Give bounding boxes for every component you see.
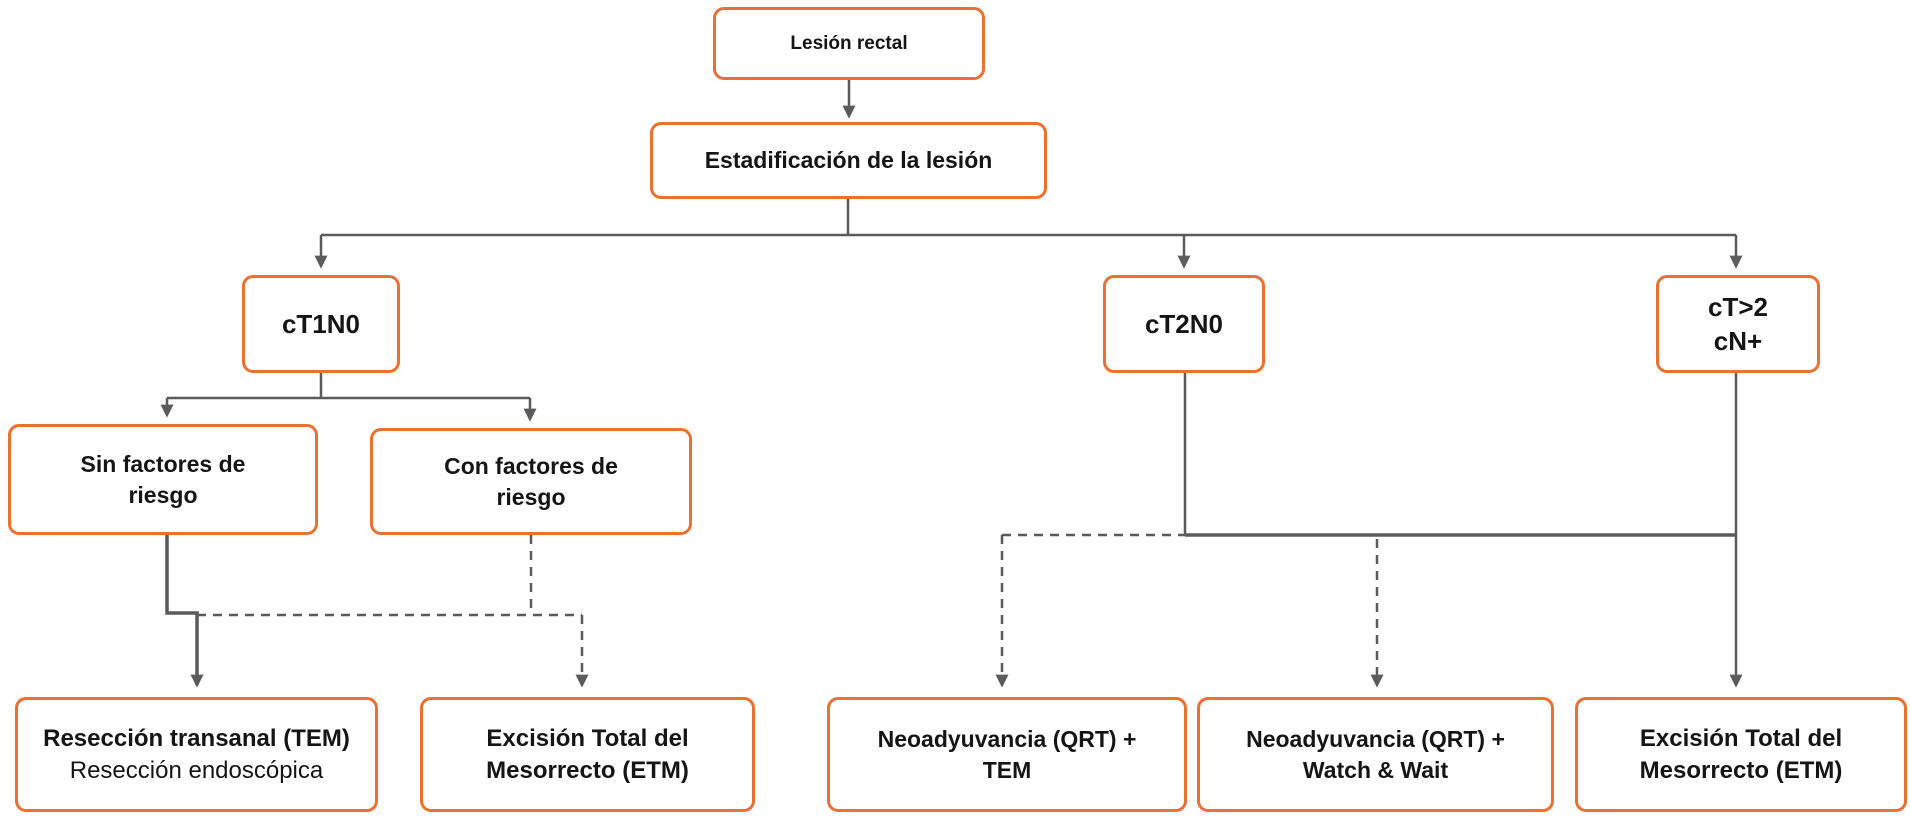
node-neo-watchwait-label: Neoadyuvancia (QRT) + Watch & Wait [1246,726,1505,783]
node-etm-izquierda-label: Excisión Total del Mesorrecto (ETM) [486,724,689,784]
node-neoadyuvancia-tem: Neoadyuvancia (QRT) + TEM [827,697,1187,812]
node-ct1n0: cT1N0 [242,275,400,373]
node-ct2n0-label: cT2N0 [1144,308,1224,339]
node-estadificacion-label: Estadificación de la lesión [704,147,993,174]
node-neoadyuvancia-watch-and-wait: Neoadyuvancia (QRT) + Watch & Wait [1197,697,1554,812]
node-etm-izquierda: Excisión Total del Mesorrecto (ETM) [420,697,755,812]
node-reseccion-label: Resección transanal (TEM) [43,724,350,752]
node-reseccion-transanal: Resección transanal (TEM) Resección endo… [15,697,378,812]
node-reseccion-sublabel: Resección endoscópica [69,756,324,784]
node-neo-tem-label: Neoadyuvancia (QRT) + TEM [877,726,1137,783]
node-ctgt2-label: cT>2 cN+ [1708,291,1768,356]
node-ctgt2: cT>2 cN+ [1656,275,1820,373]
node-con-factores-de-riesgo: Con factores de riesgo [370,428,692,535]
node-ct1n0-label: cT1N0 [281,308,361,339]
node-etm-derecha: Excisión Total del Mesorrecto (ETM) [1575,697,1907,812]
node-ct2n0: cT2N0 [1103,275,1265,373]
node-sin-factores-label: Sin factores de riesgo [80,451,246,508]
node-lesion-rectal-label: Lesión rectal [790,32,908,54]
node-sin-factores-de-riesgo: Sin factores de riesgo [8,424,318,535]
connector-sin-factores-to-reseccion [165,535,204,688]
node-estadificacion: Estadificación de la lesión [650,122,1047,199]
node-lesion-rectal: Lesión rectal [713,7,985,80]
node-etm-derecha-label: Excisión Total del Mesorrecto (ETM) [1639,724,1843,784]
node-con-factores-label: Con factores de riesgo [444,453,618,510]
